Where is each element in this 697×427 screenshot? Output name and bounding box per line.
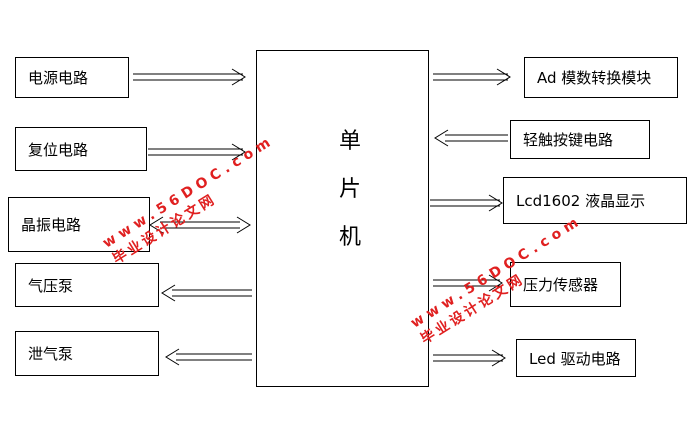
- block-led-driver: Led 驱动电路: [516, 339, 636, 377]
- arrow-mcu-to-led: [433, 349, 506, 367]
- arrow-keys-to-mcu: [434, 129, 508, 147]
- block-ad-converter: Ad 模数转换模块: [524, 57, 678, 98]
- block-pressure-sensor: 压力传感器: [510, 262, 621, 307]
- arrow-reset-to-mcu: [148, 143, 246, 161]
- block-crystal-circuit: 晶振电路: [8, 197, 150, 252]
- arrow-mcu-to-pressure-sensor: [433, 274, 503, 292]
- block-label: 电源电路: [28, 69, 89, 87]
- block-air-pump: 气压泵: [15, 263, 159, 307]
- block-label: Lcd1602 液晶显示: [516, 192, 646, 210]
- block-label: 泄气泵: [28, 345, 74, 363]
- block-lcd-display: Lcd1602 液晶显示: [503, 177, 687, 224]
- mcu-block: [256, 50, 429, 387]
- arrow-mcu-to-air-pump: [161, 284, 252, 302]
- arrow-mcu-to-release-pump: [165, 348, 252, 366]
- block-label: Ad 模数转换模块: [537, 69, 652, 87]
- block-label: 气压泵: [28, 276, 74, 295]
- block-power-circuit: 电源电路: [15, 57, 129, 98]
- mcu-label: 单 片 机: [338, 129, 361, 250]
- block-label: Led 驱动电路: [529, 349, 621, 368]
- block-release-pump: 泄气泵: [15, 331, 159, 376]
- block-label: 轻触按键电路: [523, 131, 614, 149]
- arrow-mcu-to-lcd: [430, 194, 503, 212]
- block-label: 晶振电路: [21, 216, 82, 234]
- block-label: 复位电路: [28, 140, 89, 159]
- block-label: 压力传感器: [523, 276, 599, 294]
- arrow-power-to-mcu: [133, 68, 246, 86]
- block-touch-keys: 轻触按键电路: [510, 120, 650, 159]
- arrow-mcu-to-ad: [433, 68, 511, 86]
- block-reset-circuit: 复位电路: [15, 127, 147, 171]
- arrow-crystal-bidirectional: [149, 216, 251, 234]
